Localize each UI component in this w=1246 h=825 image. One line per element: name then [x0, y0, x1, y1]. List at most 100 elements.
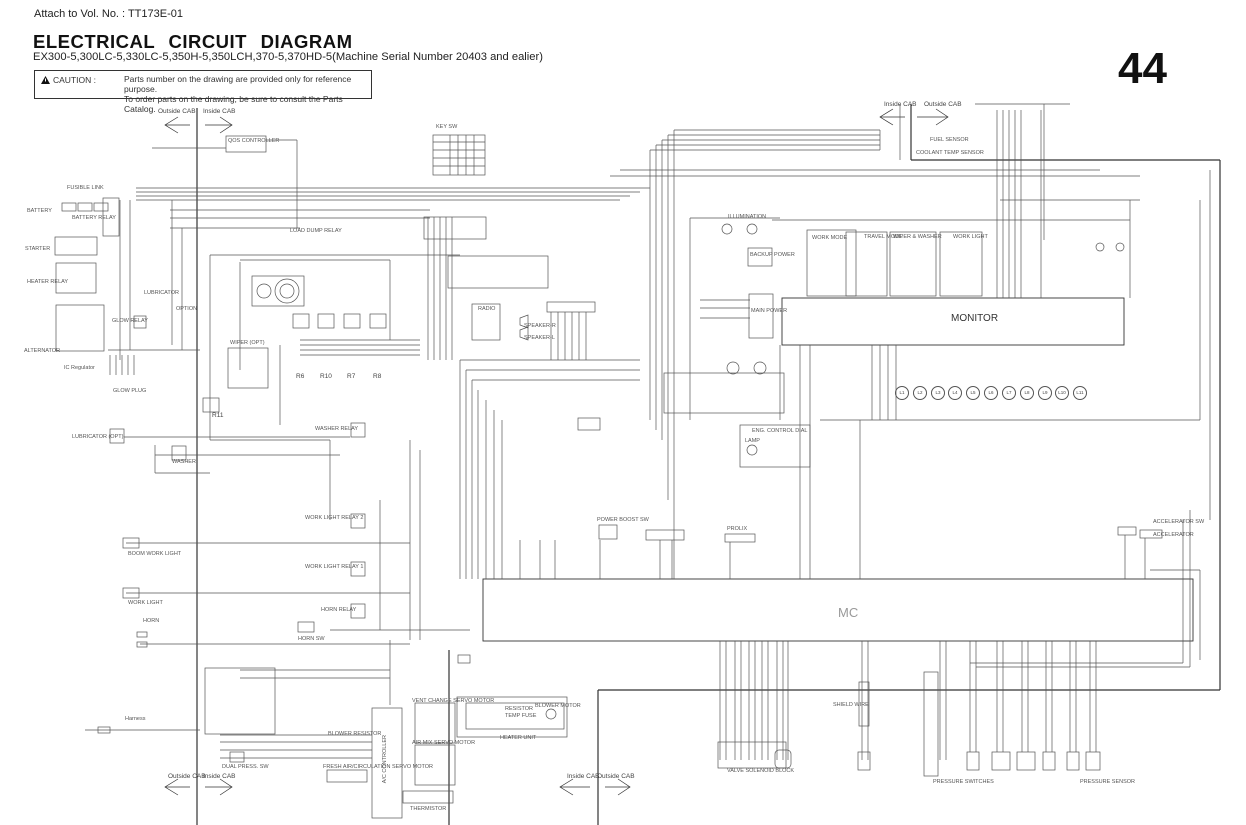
mc-box: [482, 578, 1194, 642]
wiper-relay-r10: R10: [320, 373, 332, 380]
caution-label: CAUTION :: [41, 75, 96, 85]
arrow-outside-left-bottom: [164, 778, 190, 796]
zone-inside-cab-top-right: Inside CAB: [884, 101, 917, 108]
wiper-washer-label: WIPER & WASHER: [893, 234, 942, 240]
pressure-switches-label: PRESSURE SWITCHES: [933, 779, 994, 785]
arrow-outside-right-bottom: [605, 778, 631, 796]
model-subtitle: EX300-5,300LC-5,330LC-5,350H-5,350LCH,37…: [33, 51, 543, 63]
qos-controller-box: [225, 135, 267, 153]
washer-relay-label: WASHER RELAY: [315, 426, 359, 432]
speaker-l-label: SPEAKER-L: [524, 335, 555, 341]
zone-inside-cab-bottom-right: Inside CAB: [567, 773, 600, 780]
caution-line-1: Parts number on the drawing are provided…: [124, 74, 352, 94]
valve-solenoid-block-label: VALVE SOLENOID BLOCK: [727, 768, 795, 774]
accelerator-label: ACCELERATOR: [1153, 532, 1194, 538]
arrow-inside-left-right: [879, 108, 905, 126]
indicator-lamp-l4: L4: [948, 386, 962, 400]
load-dump-relay-label: LOAD DUMP RELAY: [290, 228, 342, 234]
ac-controller-label: A/C CONTROLLER: [382, 735, 388, 784]
indicator-lamp-l8: L8: [1020, 386, 1034, 400]
blower-resistor-label: BLOWER RESISTOR: [328, 731, 382, 737]
illumination-label: ILLUMINATION: [728, 214, 767, 220]
shield-wire-label: SHIELD WIRE: [833, 702, 869, 708]
glow-plug-label: GLOW PLUG: [113, 388, 147, 394]
wiper-relay-r8: R8: [373, 373, 382, 380]
mc-label: MC: [838, 605, 859, 620]
zone-outside-cab-top-right: Outside CAB: [924, 101, 962, 108]
horn-sw-label: HORN SW: [298, 636, 325, 642]
work-light-label: WORK LIGHT: [128, 600, 163, 606]
work-mode-label: WORK MODE: [812, 235, 848, 241]
air-mix-servo-label: AIR MIX SERVO MOTOR: [412, 740, 476, 746]
travel-mode-box: [845, 231, 888, 297]
indicator-lamp-l2: L2: [913, 386, 927, 400]
caution-line-2: To order parts on the drawing, be sure t…: [124, 94, 343, 114]
battery-relay-label: BATTERY RELAY: [72, 215, 116, 221]
work-light-panel-label: WORK LIGHT: [953, 234, 988, 240]
caution-text: CAUTION :: [53, 75, 96, 85]
fresh-air-servo-label: FRESH AIR/CIRCULATION SERVO MOTOR: [323, 764, 434, 770]
wiper-relay-r6: R6: [296, 373, 305, 380]
attach-volume-label: Attach to Vol. No. : TT173E-01: [34, 8, 183, 20]
zone-outside-cab-top-left: Outside CAB: [158, 108, 196, 115]
indicator-lamp-l11: L11: [1073, 386, 1087, 400]
arrow-inside-right-bottom: [205, 778, 233, 796]
qos-controller-label: QOS CONTROLLER: [228, 138, 280, 144]
speaker-r-label: SPEAKER-R: [524, 323, 556, 329]
harness-label: Harness: [125, 716, 146, 722]
lubricator-label: LUBRICATOR: [144, 290, 179, 296]
thermistor-label: THERMISTOR: [410, 806, 447, 812]
glow-relay-label: GLOW RELAY: [112, 318, 148, 324]
indicator-lamp-l7: L7: [1002, 386, 1016, 400]
lubricator-opt-label: LUBRICATOR (OPT): [72, 434, 124, 440]
coolant-temp-sensor-label: COOLANT TEMP SENSOR: [916, 150, 984, 156]
horn-relay-label: HORN RELAY: [321, 607, 357, 613]
heater-unit-label: HEATER UNIT: [500, 735, 537, 741]
blower-motor-label: BLOWER MOTOR: [535, 703, 581, 709]
dual-press-sw-label: DUAL PRESS. SW: [222, 764, 269, 770]
arrow-inside-left-bottom: [559, 778, 590, 796]
option-label: OPTION: [176, 306, 198, 312]
zone-outside-cab-bottom-right: Outside CAB: [597, 773, 635, 780]
indicator-lamp-l6: L6: [984, 386, 998, 400]
washer-label: WASHER: [172, 459, 196, 465]
main-power-label: MAIN POWER: [751, 308, 788, 314]
power-boost-sw-label: POWER BOOST SW: [597, 517, 649, 523]
arrow-outside-left-top: [164, 116, 190, 134]
monitor-box: [781, 297, 1125, 346]
ac-controller-box: [371, 707, 403, 819]
prolix-label: PROLIX: [727, 526, 748, 532]
backup-power-label: BACKUP POWER: [750, 252, 795, 258]
diagram-title: ELECTRICAL CIRCUIT DIAGRAM: [33, 31, 353, 52]
wiper-relay-r11: R11: [212, 412, 224, 419]
indicator-lamp-l10: L10: [1055, 386, 1069, 400]
battery-label: BATTERY: [27, 208, 52, 214]
zone-inside-cab-top-left: Inside CAB: [203, 108, 236, 115]
zone-outside-cab-bottom-left: Outside CAB: [168, 773, 206, 780]
travel-mode-label: TRAVEL MODE: [864, 234, 903, 240]
radio-label: RADIO: [478, 306, 496, 312]
accelerator-sw-label: ACCELERATOR SW: [1153, 519, 1205, 525]
arrow-inside-right-top: [205, 116, 233, 134]
valve-solenoid-block-box: [717, 741, 787, 769]
starter-label: STARTER: [25, 246, 51, 252]
work-light-relay-2-label: WORK LIGHT RELAY 2: [305, 515, 364, 521]
horn-label: HORN: [143, 618, 160, 624]
caution-box: CAUTION : Parts number on the drawing ar…: [34, 70, 372, 114]
vent-change-servo-label: VENT CHANGE SERVO MOTOR: [412, 698, 495, 704]
zone-inside-cab-bottom-left: Inside CAB: [203, 773, 236, 780]
lamp-label: LAMP: [745, 438, 760, 444]
resistor-label: RESISTOR: [505, 706, 534, 712]
page-number: 44: [1118, 44, 1167, 93]
fuel-sensor-label: FUEL SENSOR: [930, 137, 969, 143]
work-light-relay-1-label: WORK LIGHT RELAY 1: [305, 564, 364, 570]
eng-control-dial-label: ENG. CONTROL DIAL: [752, 428, 808, 434]
key-switch-table: [432, 134, 486, 176]
key-switch-label: KEY SW: [436, 124, 458, 130]
alternator-label: ALTERNATOR: [24, 348, 61, 354]
indicator-lamp-l9: L9: [1038, 386, 1052, 400]
ic-regulator-label: IC Regulator: [64, 365, 95, 371]
monitor-label: MONITOR: [951, 313, 999, 324]
indicator-lamp-l3: L3: [931, 386, 945, 400]
